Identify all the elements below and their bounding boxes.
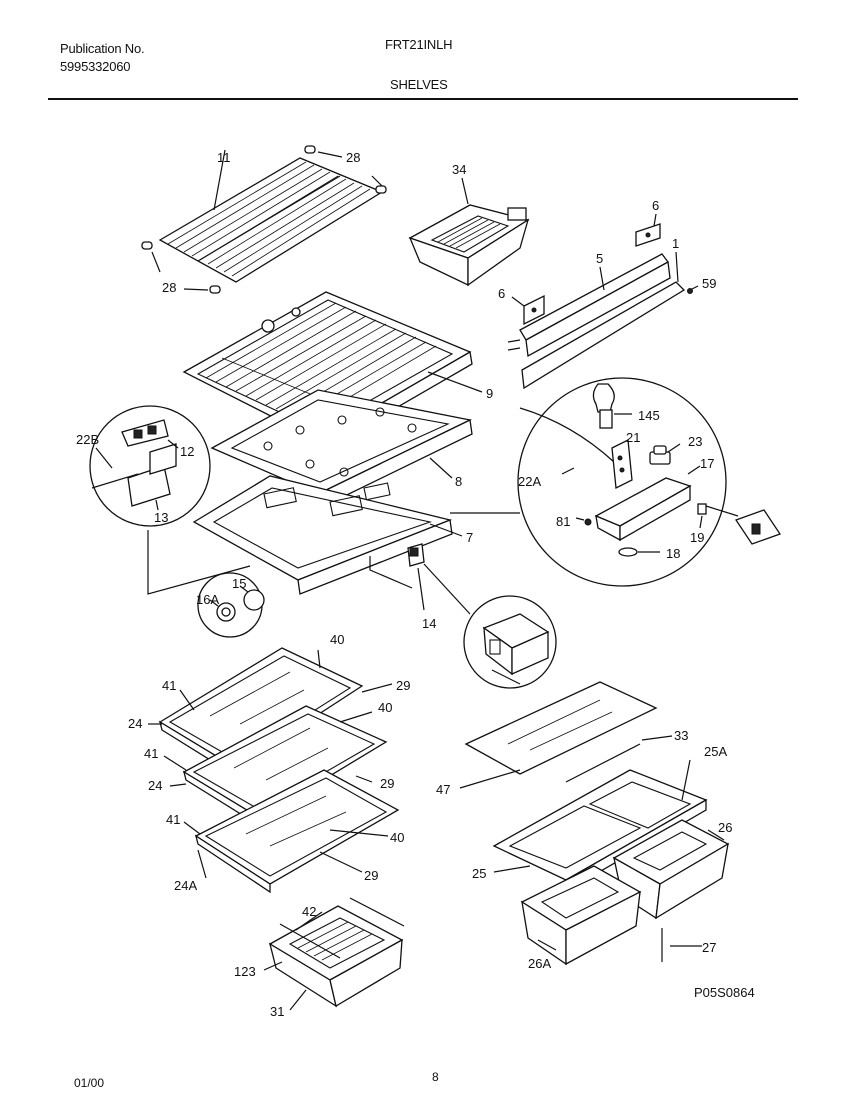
callout-26A: 26A <box>528 956 551 971</box>
crisper-drawer-part-26 <box>612 819 730 920</box>
callout-47: 47 <box>436 782 450 797</box>
callout-24-middle: 24 <box>148 778 162 793</box>
callout-17: 17 <box>700 456 714 471</box>
callout-labels: 11 28 28 34 6 6 5 1 59 9 22B 12 13 8 7 1… <box>76 150 732 1019</box>
publication-number: 5995332060 <box>60 59 131 74</box>
callout-21: 21 <box>626 430 640 445</box>
model-number: FRT21INLH <box>385 37 453 52</box>
page-number: 8 <box>432 1070 439 1084</box>
callout-24A: 24A <box>174 878 197 893</box>
deli-pan-part-34 <box>408 177 530 287</box>
callout-25A: 25A <box>704 744 727 759</box>
shelf-frame-part-7 <box>192 475 463 595</box>
callout-41-lower: 41 <box>166 812 180 827</box>
callout-26: 26 <box>718 820 732 835</box>
callout-59: 59 <box>702 276 716 291</box>
bracket-part-14 <box>407 543 557 689</box>
callout-5: 5 <box>596 251 603 266</box>
wire-shelf-part-11 <box>158 149 384 283</box>
callout-40-lower: 40 <box>390 830 404 845</box>
callout-33: 33 <box>674 728 688 743</box>
callout-14: 14 <box>422 616 436 631</box>
callout-6-upper: 6 <box>652 198 659 213</box>
callout-31: 31 <box>270 1004 284 1019</box>
detail-circle-lamp <box>197 572 265 638</box>
screw-part-27 <box>661 928 702 962</box>
detail-circle-light-assembly <box>89 405 211 527</box>
callout-42: 42 <box>302 904 316 919</box>
callout-18: 18 <box>666 546 680 561</box>
section-title: SHELVES <box>390 77 448 92</box>
trim-rail-part-5 <box>519 253 671 358</box>
footer-date: 01/00 <box>74 1076 105 1090</box>
callout-22B: 22B <box>76 432 99 447</box>
callout-24-upper: 24 <box>128 716 142 731</box>
callout-11: 11 <box>217 150 231 165</box>
callout-15: 15 <box>232 576 246 591</box>
header-rule <box>48 98 798 100</box>
callout-41-middle: 41 <box>144 746 158 761</box>
callout-29-upper: 29 <box>396 678 410 693</box>
callout-9: 9 <box>486 386 493 401</box>
callout-29-middle: 29 <box>380 776 394 791</box>
callout-34: 34 <box>452 162 466 177</box>
shelf-end-caps-part-28 <box>141 145 387 294</box>
callout-145: 145 <box>638 408 660 423</box>
callout-25: 25 <box>472 866 486 881</box>
glass-cover-part-47 <box>459 681 658 789</box>
callout-40-middle: 40 <box>378 700 392 715</box>
callout-6-lower: 6 <box>498 286 505 301</box>
callout-29-lower: 29 <box>364 868 378 883</box>
callout-8: 8 <box>455 474 462 489</box>
callout-27: 27 <box>702 940 716 955</box>
crisper-drawer-part-26A <box>520 865 642 966</box>
glass-shelf-lower <box>183 769 400 894</box>
drawing-code: P05S0864 <box>694 985 755 1000</box>
callout-13: 13 <box>154 510 168 525</box>
trim-rail-part-1 <box>521 251 699 390</box>
callout-7: 7 <box>466 530 473 545</box>
callout-12: 12 <box>180 444 194 459</box>
callout-81: 81 <box>556 514 570 529</box>
rail-clips-part-6 <box>507 213 661 351</box>
callout-23: 23 <box>688 434 702 449</box>
gasket-part-33 <box>565 735 673 783</box>
detail-circle-control-assembly <box>517 377 782 587</box>
callout-40-upper: 40 <box>330 632 344 647</box>
callout-22A: 22A <box>518 474 541 489</box>
callout-28-left: 28 <box>162 280 176 295</box>
callout-123: 123 <box>234 964 256 979</box>
publication-label: Publication No. <box>60 41 145 56</box>
callout-1: 1 <box>672 236 679 251</box>
callout-19: 19 <box>690 530 704 545</box>
callout-41-upper: 41 <box>162 678 176 693</box>
callout-16A: 16A <box>196 592 219 607</box>
meat-drawer-part-31 <box>263 897 405 1011</box>
callout-28-top: 28 <box>346 150 360 165</box>
